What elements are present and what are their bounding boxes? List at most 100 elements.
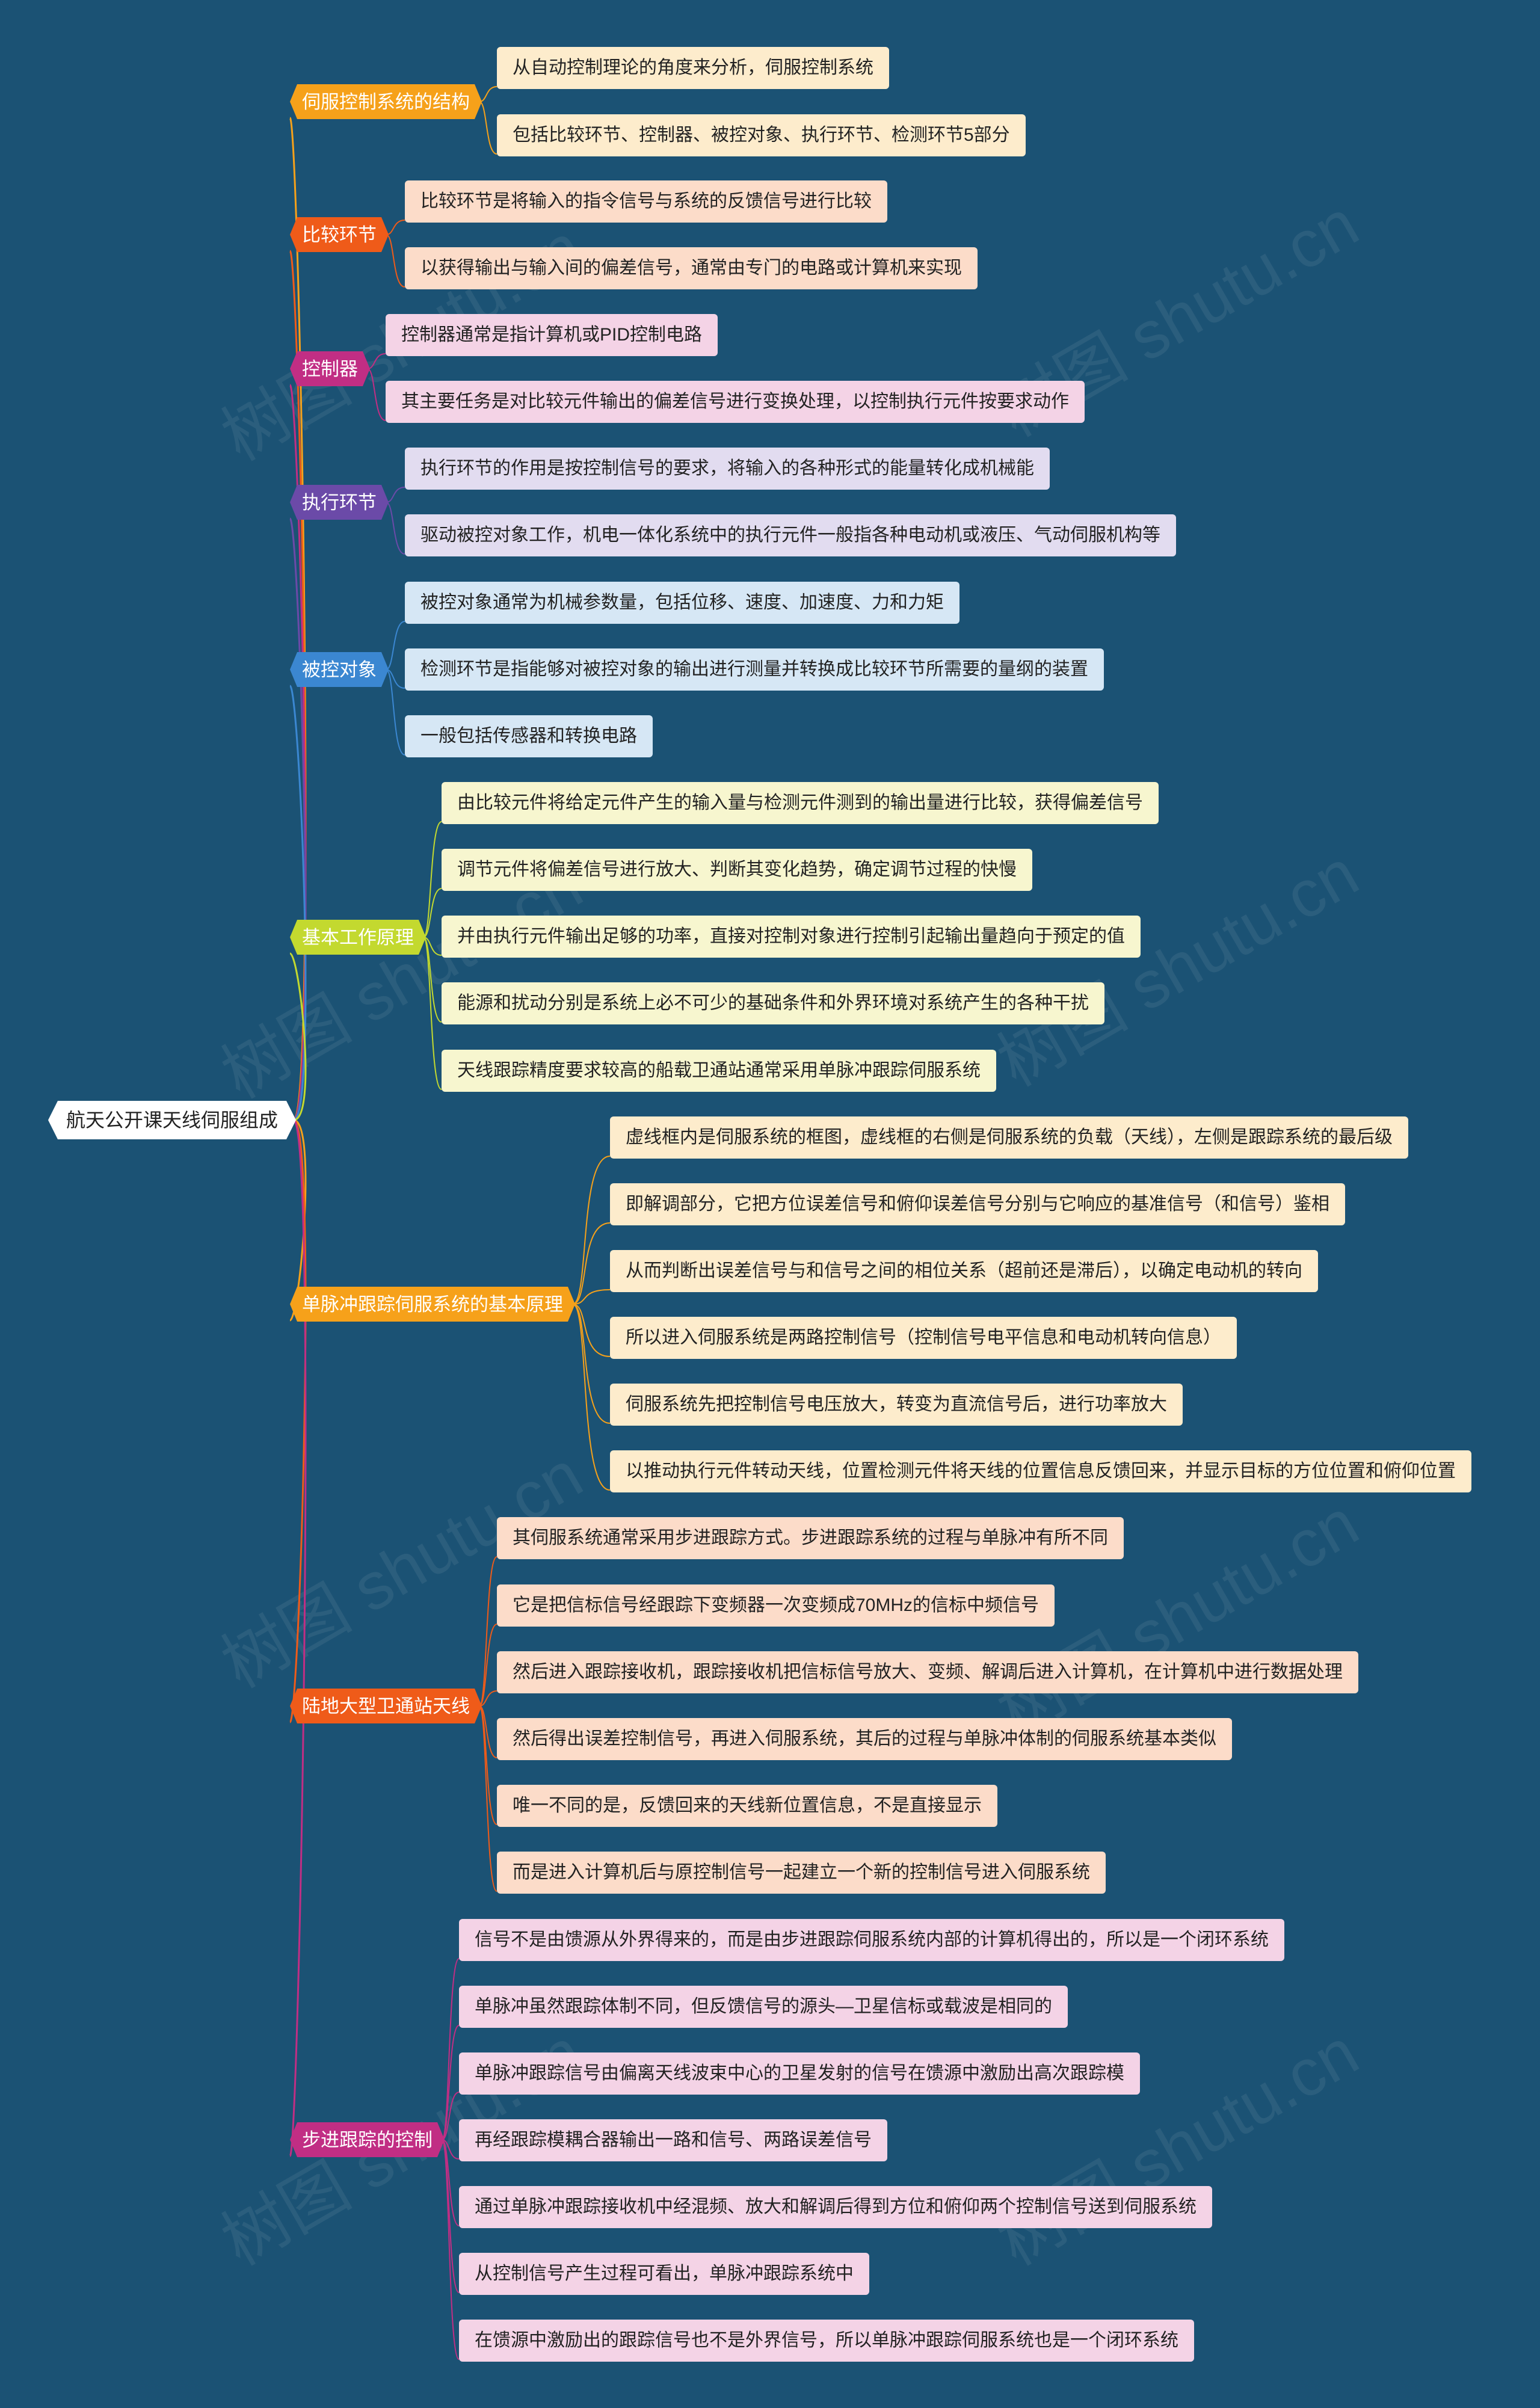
branch-leaf-connector — [367, 368, 386, 421]
leaf-node[interactable]: 再经跟踪模耦合器输出一路和信号、两路误差信号 — [459, 2119, 887, 2161]
branch-leaf-connector — [423, 888, 442, 938]
branch-node[interactable]: 比较环节 — [290, 217, 389, 252]
leaf-label: 虚线框内是伺服系统的框图，虚线框的右侧是伺服系统的负载（天线），左侧是跟踪系统的… — [626, 1127, 1393, 1147]
leaf-label: 被控对象通常为机械参数量，包括位移、速度、加速度、力和力矩 — [420, 593, 944, 612]
leaf-node[interactable]: 其主要任务是对比较元件输出的偏差信号进行变换处理，以控制执行元件按要求动作 — [386, 381, 1085, 423]
leaf-node[interactable]: 比较环节是将输入的指令信号与系统的反馈信号进行比较 — [405, 180, 887, 223]
branch-node[interactable]: 单脉冲跟踪伺服系统的基本原理 — [290, 1287, 575, 1322]
leaf-node[interactable]: 而是进入计算机后与原控制信号一起建立一个新的控制信号进入伺服系统 — [497, 1852, 1106, 1894]
root-branch-connector — [289, 1119, 307, 2157]
leaf-node[interactable]: 信号不是由馈源从外界得来的，而是由步进跟踪伺服系统内部的计算机得出的，所以是一个… — [459, 1919, 1284, 1961]
leaf-label: 然后得出误差控制信号，再进入伺服系统，其后的过程与单脉冲体制的伺服系统基本类似 — [513, 1729, 1216, 1749]
leaf-node[interactable]: 调节元件将偏差信号进行放大、判断其变化趋势，确定调节过程的快慢 — [442, 849, 1032, 891]
branch-leaf-connector — [572, 1304, 611, 1357]
leaf-label: 即解调部分，它把方位误差信号和俯仰误差信号分别与它响应的基准信号（和信号）鉴相 — [626, 1194, 1329, 1214]
leaf-node[interactable]: 从自动控制理论的角度来分析，伺服控制系统 — [497, 47, 889, 89]
branch-leaf-connector — [386, 621, 405, 670]
branch-leaf-connector — [442, 2092, 460, 2140]
leaf-node[interactable]: 所以进入伺服系统是两路控制信号（控制信号电平信息和电动机转向信息） — [610, 1317, 1237, 1359]
leaf-label: 通过单脉冲跟踪接收机中经混频、放大和解调后得到方位和俯仰两个控制信号送到伺服系统 — [475, 2197, 1197, 2217]
leaf-node[interactable]: 被控对象通常为机械参数量，包括位移、速度、加速度、力和力矩 — [405, 582, 959, 624]
leaf-node[interactable]: 即解调部分，它把方位误差信号和俯仰误差信号分别与它响应的基准信号（和信号）鉴相 — [610, 1183, 1345, 1225]
leaf-label: 它是把信标信号经跟踪下变频器一次变频成70MHz的信标中频信号 — [513, 1595, 1040, 1615]
branch-leaf-connector — [423, 937, 442, 1023]
branch-leaf-connector — [572, 1289, 611, 1305]
leaf-node[interactable]: 以获得输出与输入间的偏差信号，通常由专门的电路或计算机来实现 — [405, 247, 978, 289]
leaf-node[interactable]: 其伺服系统通常采用步进跟踪方式。步进跟踪系统的过程与单脉冲有所不同 — [497, 1517, 1124, 1559]
leaf-node[interactable]: 单脉冲虽然跟踪体制不同，但反馈信号的源头—卫星信标或载波是相同的 — [459, 1986, 1068, 2028]
branch-leaf-connector — [572, 1304, 611, 1491]
leaf-label: 然后进入跟踪接收机，跟踪接收机把信标信号放大、变频、解调后进入计算机，在计算机中… — [513, 1662, 1343, 1682]
branch-node[interactable]: 陆地大型卫通站天线 — [290, 1689, 482, 1723]
leaf-label: 天线跟踪精度要求较高的船载卫通站通常采用单脉冲跟踪伺服系统 — [457, 1061, 981, 1080]
leaf-label: 以推动执行元件转动天线，位置检测元件将天线的位置信息反馈回来，并显示目标的方位位… — [626, 1461, 1456, 1481]
leaf-node[interactable]: 天线跟踪精度要求较高的船载卫通站通常采用单脉冲跟踪伺服系统 — [442, 1050, 996, 1092]
branch-leaf-connector — [367, 353, 386, 369]
leaf-node[interactable]: 以推动执行元件转动天线，位置检测元件将天线的位置信息反馈回来，并显示目标的方位位… — [610, 1450, 1471, 1492]
leaf-node[interactable]: 并由执行元件输出足够的功率，直接对控制对象进行控制引起输出量趋向于预定的值 — [442, 916, 1141, 958]
leaf-label: 一般包括传感器和转换电路 — [420, 726, 637, 746]
leaf-node[interactable]: 从而判断出误差信号与和信号之间的相位关系（超前还是滞后），以确定电动机的转向 — [610, 1250, 1318, 1292]
branch-leaf-connector — [442, 1958, 460, 2140]
leaf-label: 再经跟踪模耦合器输出一路和信号、两路误差信号 — [475, 2130, 872, 2150]
leaf-label: 所以进入伺服系统是两路控制信号（控制信号电平信息和电动机转向信息） — [626, 1328, 1221, 1347]
branch-leaf-connector — [442, 2139, 460, 2360]
leaf-node[interactable]: 然后进入跟踪接收机，跟踪接收机把信标信号放大、变频、解调后进入计算机，在计算机中… — [497, 1651, 1358, 1693]
root-branch-connector — [289, 952, 307, 1121]
leaf-node[interactable]: 驱动被控对象工作，机电一体化系统中的执行元件一般指各种电动机或液压、气动伺服机构… — [405, 514, 1176, 556]
leaf-node[interactable]: 执行环节的作用是按控制信号的要求，将输入的各种形式的能量转化成机械能 — [405, 448, 1050, 490]
branch-leaf-connector — [479, 101, 497, 155]
leaf-node[interactable]: 在馈源中激励出的跟踪信号也不是外界信号，所以单脉冲跟踪伺服系统也是一个闭环系统 — [459, 2320, 1194, 2362]
leaf-node[interactable]: 然后得出误差控制信号，再进入伺服系统，其后的过程与单脉冲体制的伺服系统基本类似 — [497, 1718, 1232, 1760]
branch-node[interactable]: 步进跟踪的控制 — [290, 2122, 445, 2157]
branch-leaf-connector — [386, 487, 405, 503]
leaf-node[interactable]: 伺服系统先把控制信号电压放大，转变为直流信号后，进行功率放大 — [610, 1384, 1183, 1426]
root-branch-connector — [289, 517, 307, 1121]
leaf-node[interactable]: 由比较元件将给定元件产生的输入量与检测元件测到的输出量进行比较，获得偏差信号 — [442, 782, 1159, 824]
leaf-node[interactable]: 包括比较环节、控制器、被控对象、执行环节、检测环节5部分 — [497, 114, 1026, 156]
leaf-node[interactable]: 通过单脉冲跟踪接收机中经混频、放大和解调后得到方位和俯仰两个控制信号送到伺服系统 — [459, 2186, 1212, 2228]
leaf-node[interactable]: 它是把信标信号经跟踪下变频器一次变频成70MHz的信标中频信号 — [497, 1584, 1055, 1627]
leaf-node[interactable]: 一般包括传感器和转换电路 — [405, 715, 653, 757]
leaf-node[interactable]: 能源和扰动分别是系统上必不可少的基础条件和外界环境对系统产生的各种干扰 — [442, 982, 1104, 1024]
branch-label: 步进跟踪的控制 — [302, 2129, 433, 2151]
leaf-node[interactable]: 从控制信号产生过程可看出，单脉冲跟踪系统中 — [459, 2253, 869, 2295]
leaf-label: 在馈源中激励出的跟踪信号也不是外界信号，所以单脉冲跟踪伺服系统也是一个闭环系统 — [475, 2330, 1178, 2350]
branch-leaf-connector — [572, 1222, 611, 1305]
leaf-label: 驱动被控对象工作，机电一体化系统中的执行元件一般指各种电动机或液压、气动伺服机构… — [420, 525, 1160, 545]
branch-leaf-connector — [479, 86, 497, 102]
branch-leaf-connector — [423, 821, 442, 938]
leaf-label: 从自动控制理论的角度来分析，伺服控制系统 — [513, 58, 873, 78]
leaf-node[interactable]: 虚线框内是伺服系统的框图，虚线框的右侧是伺服系统的负载（天线），左侧是跟踪系统的… — [610, 1116, 1408, 1159]
branch-node[interactable]: 执行环节 — [290, 485, 389, 520]
branch-leaf-connector — [423, 937, 442, 1090]
branch-label: 被控对象 — [302, 659, 377, 680]
branch-leaf-connector — [386, 234, 405, 288]
branch-node[interactable]: 被控对象 — [290, 652, 389, 687]
leaf-label: 其伺服系统通常采用步进跟踪方式。步进跟踪系统的过程与单脉冲有所不同 — [513, 1528, 1108, 1548]
leaf-label: 从控制信号产生过程可看出，单脉冲跟踪系统中 — [475, 2264, 854, 2283]
branch-node[interactable]: 伺服控制系统的结构 — [290, 84, 482, 119]
leaf-node[interactable]: 单脉冲跟踪信号由偏离天线波束中心的卫星发射的信号在馈源中激励出高次跟踪模 — [459, 2052, 1140, 2095]
leaf-label: 执行环节的作用是按控制信号的要求，将输入的各种形式的能量转化成机械能 — [420, 458, 1034, 478]
leaf-label: 而是进入计算机后与原控制信号一起建立一个新的控制信号进入伺服系统 — [513, 1862, 1090, 1882]
branch-leaf-connector — [479, 1556, 497, 1707]
leaf-label: 以获得输出与输入间的偏差信号，通常由专门的电路或计算机来实现 — [420, 258, 962, 278]
branch-label: 比较环节 — [302, 224, 377, 245]
leaf-node[interactable]: 检测环节是指能够对被控对象的输出进行测量并转换成比较环节所需要的量纲的装置 — [405, 648, 1104, 691]
root-branch-connector — [289, 685, 307, 1121]
leaf-label: 单脉冲跟踪信号由偏离天线波束中心的卫星发射的信号在馈源中激励出高次跟踪模 — [475, 2063, 1124, 2083]
branch-leaf-connector — [479, 1624, 497, 1707]
leaf-node[interactable]: 控制器通常是指计算机或PID控制电路 — [386, 314, 718, 356]
leaf-node[interactable]: 唯一不同的是，反馈回来的天线新位置信息，不是直接显示 — [497, 1785, 997, 1827]
branch-label: 基本工作原理 — [302, 926, 414, 948]
branch-node[interactable]: 控制器 — [290, 351, 370, 386]
branch-leaf-connector — [386, 669, 405, 756]
root-node[interactable]: 航天公开课天线伺服组成 — [48, 1101, 296, 1139]
leaf-label: 并由执行元件输出足够的功率，直接对控制对象进行控制引起输出量趋向于预定的值 — [457, 926, 1125, 946]
branch-label: 执行环节 — [302, 491, 377, 513]
leaf-label: 包括比较环节、控制器、被控对象、执行环节、检测环节5部分 — [513, 125, 1010, 145]
branch-leaf-connector — [479, 1705, 497, 1892]
branch-node[interactable]: 基本工作原理 — [290, 920, 426, 955]
